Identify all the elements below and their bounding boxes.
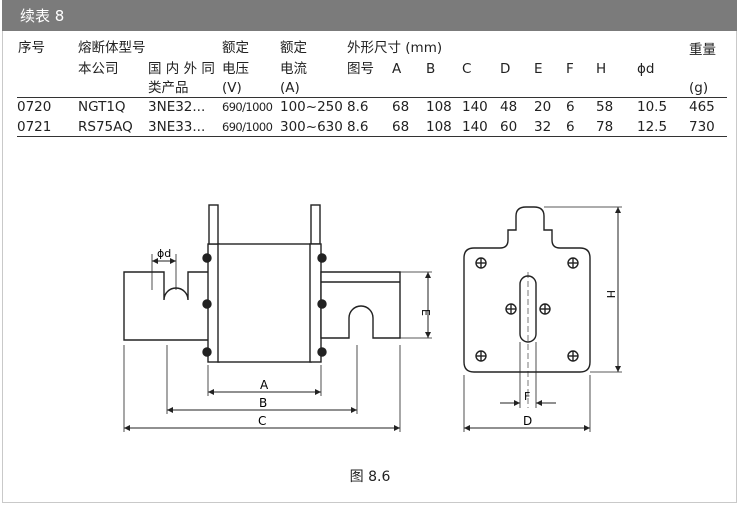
row-0720-h: 58 — [596, 99, 614, 115]
row-0721-e: 32 — [534, 119, 552, 135]
table-bottom-rule — [17, 136, 727, 137]
header-voltage-unit: (V) — [222, 80, 242, 96]
row-0721-equivalent: 3NE33... — [148, 119, 206, 135]
spec-table: 序号 熔断体型号 额定 额定 外形尺寸 (mm) 重量 本公司 国 内 外 同 … — [0, 35, 740, 140]
header-our-company: 本公司 — [78, 61, 119, 77]
label-d: D — [523, 414, 532, 428]
header-dimensions: 外形尺寸 (mm) — [347, 40, 443, 56]
row-0720-f: 6 — [566, 99, 575, 115]
header-current-unit: (A) — [280, 80, 300, 96]
header-figure-no: 图号 — [347, 61, 374, 77]
row-0721-f: 6 — [566, 119, 575, 135]
row-0721-b: 108 — [426, 119, 452, 135]
front-screws — [475, 257, 579, 362]
row-0720-figure: 8.6 — [347, 99, 369, 115]
header-divider — [17, 97, 727, 98]
header-weight-unit: (g) — [689, 80, 709, 96]
header-weight: 重量 — [689, 42, 716, 58]
side-view — [123, 204, 432, 432]
row-0721-phi: 12.5 — [637, 119, 668, 135]
row-0720-weight: 465 — [689, 99, 715, 115]
header-phi-d: ϕd — [637, 61, 655, 77]
header-rated-current-1: 额定 — [280, 40, 307, 56]
row-0720-b: 108 — [426, 99, 452, 115]
header-dim-e: E — [534, 61, 543, 77]
row-0720-e: 20 — [534, 99, 552, 115]
label-a: A — [260, 378, 269, 392]
label-f: F — [524, 390, 530, 403]
label-e: E — [419, 309, 432, 316]
label-b: B — [259, 396, 267, 410]
front-view — [463, 206, 622, 432]
row-0720-phi: 10.5 — [637, 99, 668, 115]
row-0720-our-model: NGT1Q — [78, 99, 126, 115]
header-dim-d: D — [500, 61, 511, 77]
row-0721-weight: 730 — [689, 119, 715, 135]
label-h: H — [604, 290, 617, 298]
row-0720-d: 48 — [500, 99, 518, 115]
header-current: 电流 — [280, 61, 307, 77]
header-rated-voltage-1: 额定 — [222, 40, 249, 56]
fuse-drawing: ϕd E A B C — [0, 160, 740, 460]
header-dim-a: A — [392, 61, 402, 77]
header-voltage: 电压 — [222, 61, 249, 77]
row-0720-seq: 0720 — [17, 99, 52, 115]
row-0720-current: 100~250 — [280, 99, 343, 115]
header-dim-h: H — [596, 61, 607, 77]
row-0721-our-model: RS75AQ — [78, 119, 133, 135]
header-domestic-foreign: 国 内 外 同 — [148, 61, 215, 77]
header-similar-products: 类产品 — [148, 80, 189, 96]
header-dim-f: F — [566, 61, 574, 77]
row-0721-figure: 8.6 — [347, 119, 369, 135]
row-0721-seq: 0721 — [17, 119, 52, 135]
header-fuse-model: 熔断体型号 — [78, 40, 146, 56]
row-0720-voltage: 690/1000 — [222, 100, 273, 114]
row-0721-current: 300~630 — [280, 119, 343, 135]
row-0720-a: 68 — [392, 99, 410, 115]
row-0720-c: 140 — [462, 99, 488, 115]
table-title: 续表 8 — [20, 7, 65, 25]
table-title-bar: 续表 8 — [2, 0, 737, 31]
header-dim-c: C — [462, 61, 472, 77]
header-seq: 序号 — [18, 40, 45, 56]
row-0721-h: 78 — [596, 119, 614, 135]
row-0721-d: 60 — [500, 119, 518, 135]
label-phi-d: ϕd — [157, 247, 171, 260]
row-0720-equivalent: 3NE32... — [148, 99, 206, 115]
header-dim-b: B — [426, 61, 436, 77]
drawing-svg: ϕd E A B C — [123, 204, 622, 432]
label-c: C — [258, 414, 266, 428]
row-0721-voltage: 690/1000 — [222, 120, 273, 134]
row-0721-a: 68 — [392, 119, 410, 135]
row-0721-c: 140 — [462, 119, 488, 135]
figure-caption: 图 8.6 — [349, 469, 391, 485]
